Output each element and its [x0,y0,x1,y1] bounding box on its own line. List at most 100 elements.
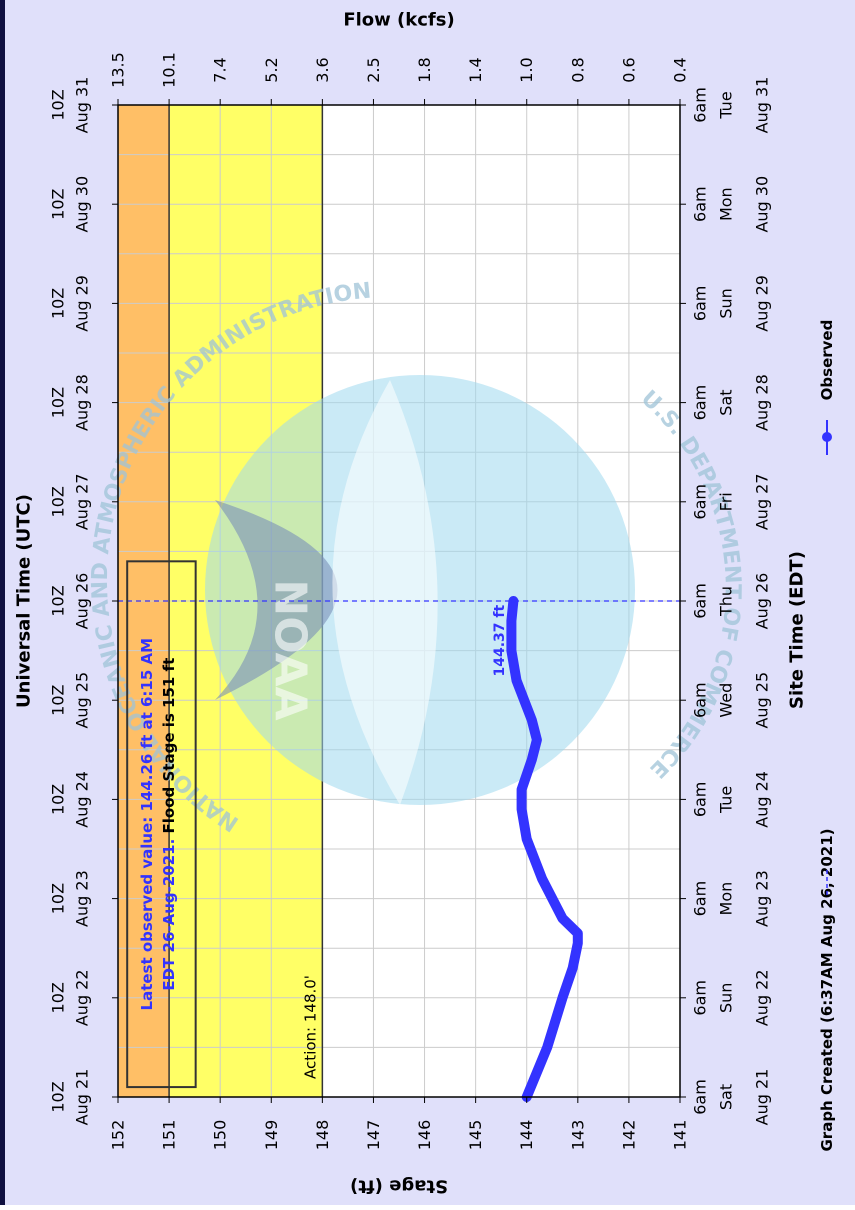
utc-tick-time: 10Z [49,982,68,1013]
utc-tick-date: Aug 27 [73,473,92,530]
observed-point [570,966,575,971]
stage-tick-label: 141 [671,1120,690,1151]
local-tick-time: 6am [691,286,710,322]
local-tick-time: 6am [691,980,710,1016]
local-tick-day: Sat [717,1084,736,1110]
utc-tick-time: 10Z [49,387,68,418]
local-tick-date: Aug 29 [753,275,772,332]
utc-tick-date: Aug 22 [73,969,92,1026]
stage-tick-label: 148 [313,1120,332,1151]
local-tick-time: 6am [691,186,710,222]
annotation-line2-date: EDT 26-Aug-2021. [160,833,178,990]
stage-axis-title: Stage (ft) [350,1176,448,1197]
observed-point [529,718,534,723]
utc-tick-date: Aug 24 [73,771,92,828]
stage-tick-label: 146 [415,1120,434,1151]
observed-point [545,1045,550,1050]
flow-tick-label: 10.1 [160,52,179,88]
annotation-line1: Latest observed value: 144.26 ft at 6:15… [138,638,156,1011]
local-tick-date: Aug 23 [753,870,772,927]
stage-tick-label: 151 [160,1120,179,1151]
local-tick-time: 6am [691,782,710,818]
observed-point [560,916,565,921]
left-edge [0,0,5,1205]
local-tick-day: Tue [717,786,736,814]
stage-tick-label: 149 [262,1120,281,1151]
graph-created-label: Graph Created (6:37AM Aug 26, 2021) [818,828,836,1151]
legend-observed-label: Observed [818,320,836,401]
local-tick-day: Sat [717,389,736,415]
utc-tick-time: 10Z [49,288,68,319]
utc-tick-date: Aug 28 [73,374,92,431]
local-tick-day: Thu [717,586,736,617]
flow-tick-label: 0.8 [568,57,587,82]
utc-axis-title: Universal Time (UTC) [14,494,35,708]
utc-tick-time: 10Z [49,784,68,815]
observed-point [529,757,534,762]
utc-tick-time: 10Z [49,1081,68,1112]
observed-point [575,941,580,946]
axes: 10Z Aug 21 10Z Aug 22 10Z Aug 23 10Z Aug 24 10Z A… [14,10,837,1197]
last-value-label: 144.37 ft [492,605,508,677]
observed-point [575,931,580,936]
local-tick-time: 6am [691,484,710,520]
observed-point [519,807,524,812]
local-tick-date: Aug 24 [753,771,772,828]
utc-tick-date: Aug 23 [73,870,92,927]
flow-tick-label: 1.8 [415,57,434,82]
observed-point [511,599,516,603]
observed-point [519,787,524,792]
flow-tick-label: 2.5 [364,57,383,82]
observed-point [534,737,539,742]
flow-tick-label: 5.2 [262,57,281,82]
stage-tick-label: 143 [568,1120,587,1151]
local-tick-date: Aug 21 [753,1069,772,1126]
utc-tick-date: Aug 30 [73,176,92,233]
watermark-center-text: NOAA [265,579,316,720]
local-tick-time: 6am [691,881,710,917]
local-tick-time: 6am [691,87,710,123]
utc-tick-date: Aug 29 [73,275,92,332]
local-tick-time: 6am [691,385,710,421]
flow-tick-label: 13.5 [109,52,128,88]
observed-point [540,876,545,881]
stage-tick-label: 150 [211,1120,230,1151]
flow-tick-label: 0.4 [671,57,690,82]
utc-tick-date: Aug 25 [73,672,92,729]
utc-tick-time: 10Z [49,585,68,616]
observed-point [560,995,565,1000]
local-tick-time: 6am [691,682,710,718]
flow-axis-title: Flow (kcfs) [343,10,454,31]
action-label: Action: 148.0' [301,975,319,1079]
flow-tick-label: 3.6 [313,57,332,82]
local-tick-date: Aug 27 [753,473,772,530]
local-tick-day: Tue [717,91,736,119]
annotation-line2: EDT 26-Aug-2021. Flood Stage is 151 ft [160,658,178,991]
utc-tick-time: 10Z [49,189,68,220]
local-tick-day: Sun [717,288,736,318]
local-tick-time: 6am [691,583,710,619]
observed-point [509,618,514,623]
observed-point [524,837,529,842]
flow-tick-label: 0.6 [619,57,638,82]
utc-tick-date: Aug 26 [73,573,92,630]
local-tick-date: Aug 26 [753,573,772,630]
local-tick-date: Aug 30 [753,176,772,233]
observed-series-line [506,596,583,1102]
chart-marks: 144.37 ft Action: 148.0' Latest observed v… [118,560,680,1102]
flow-tick-label: 7.4 [211,57,230,82]
local-tick-day: Wed [717,683,736,718]
local-tick-date: Aug 22 [753,969,772,1026]
stage-tick-label: 142 [619,1120,638,1151]
utc-tick-time: 10Z [49,685,68,716]
flow-tick-label: 1.4 [466,57,485,82]
flow-tick-label: 1.0 [517,57,536,82]
annotation-line2-flood: Flood Stage is 151 ft [160,658,178,834]
legend-observed-marker [822,432,832,442]
watermark-bird [215,500,338,700]
local-tick-day: Mon [717,882,736,916]
observed-point [514,678,519,683]
local-tick-time: 6am [691,1079,710,1115]
